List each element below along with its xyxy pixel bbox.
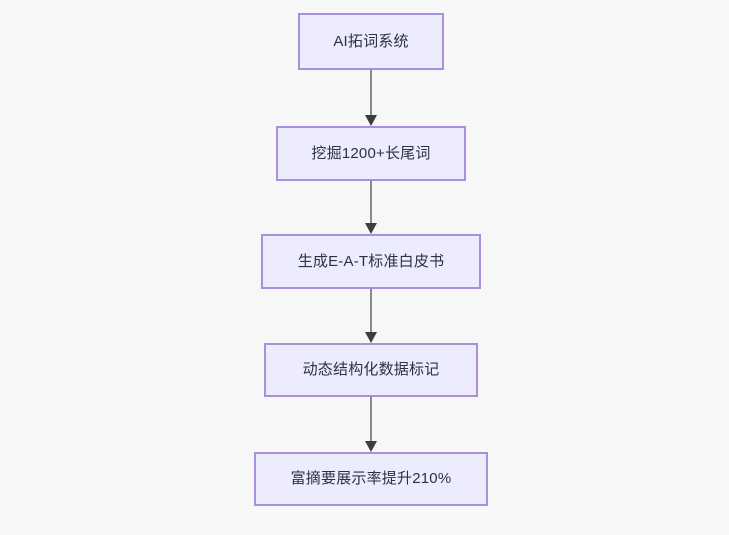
- flow-node-label: 挖掘1200+长尾词: [311, 144, 431, 162]
- flow-node-label: 动态结构化数据标记: [302, 361, 440, 378]
- flow-node-label: 富摘要展示率提升210%: [290, 470, 452, 487]
- edge-n3-n4: [365, 289, 377, 343]
- flow-node-n3[interactable]: 生成E-A-T标准白皮书: [261, 234, 481, 289]
- edge-n1-n2: [365, 70, 377, 126]
- flow-node-n5[interactable]: 富摘要展示率提升210%: [254, 452, 488, 506]
- flow-node-label: AI拓词系统: [333, 32, 409, 50]
- flow-node-n4[interactable]: 动态结构化数据标记: [264, 343, 478, 397]
- flow-node-n2[interactable]: 挖掘1200+长尾词: [276, 126, 466, 181]
- flow-node-label: 生成E-A-T标准白皮书: [297, 252, 445, 270]
- flow-node-n1[interactable]: AI拓词系统: [298, 13, 444, 70]
- edge-n2-n3: [365, 181, 377, 234]
- edge-n4-n5: [365, 397, 377, 452]
